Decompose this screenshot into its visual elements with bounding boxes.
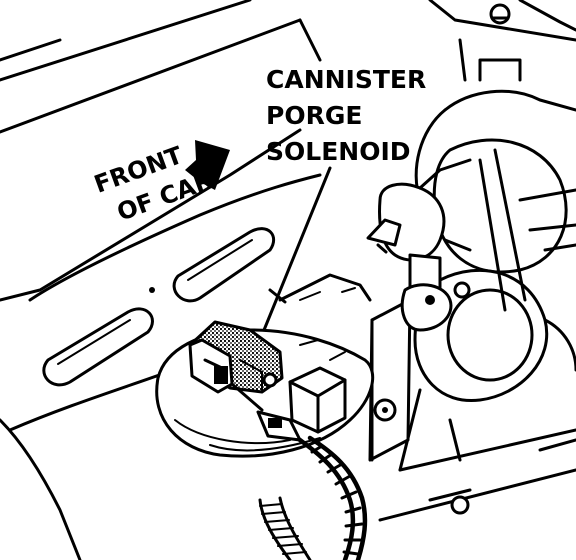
callout-label-line3: SOLENOID xyxy=(266,137,411,166)
callout-label-line1: CANNISTER xyxy=(266,65,426,94)
panel-slots xyxy=(42,227,276,387)
front-arrow-icon xyxy=(185,140,230,190)
drive-belt xyxy=(478,148,527,312)
corrugated-hose xyxy=(258,496,312,560)
mount-bracket xyxy=(268,273,372,304)
panel-slot-upper xyxy=(172,227,276,303)
pulley-assembly xyxy=(366,158,472,262)
callout-label-line2: PORGE xyxy=(266,101,362,130)
wire-harness xyxy=(297,435,368,560)
panel-slot-lower xyxy=(42,307,154,387)
callout-leader-line xyxy=(260,166,332,337)
frame-rails xyxy=(378,418,576,522)
purge-solenoid xyxy=(188,320,284,412)
electrical-connector xyxy=(256,366,347,442)
callout-label: CANNISTER PORGE SOLENOID xyxy=(266,65,426,166)
cap-knob xyxy=(489,3,511,25)
